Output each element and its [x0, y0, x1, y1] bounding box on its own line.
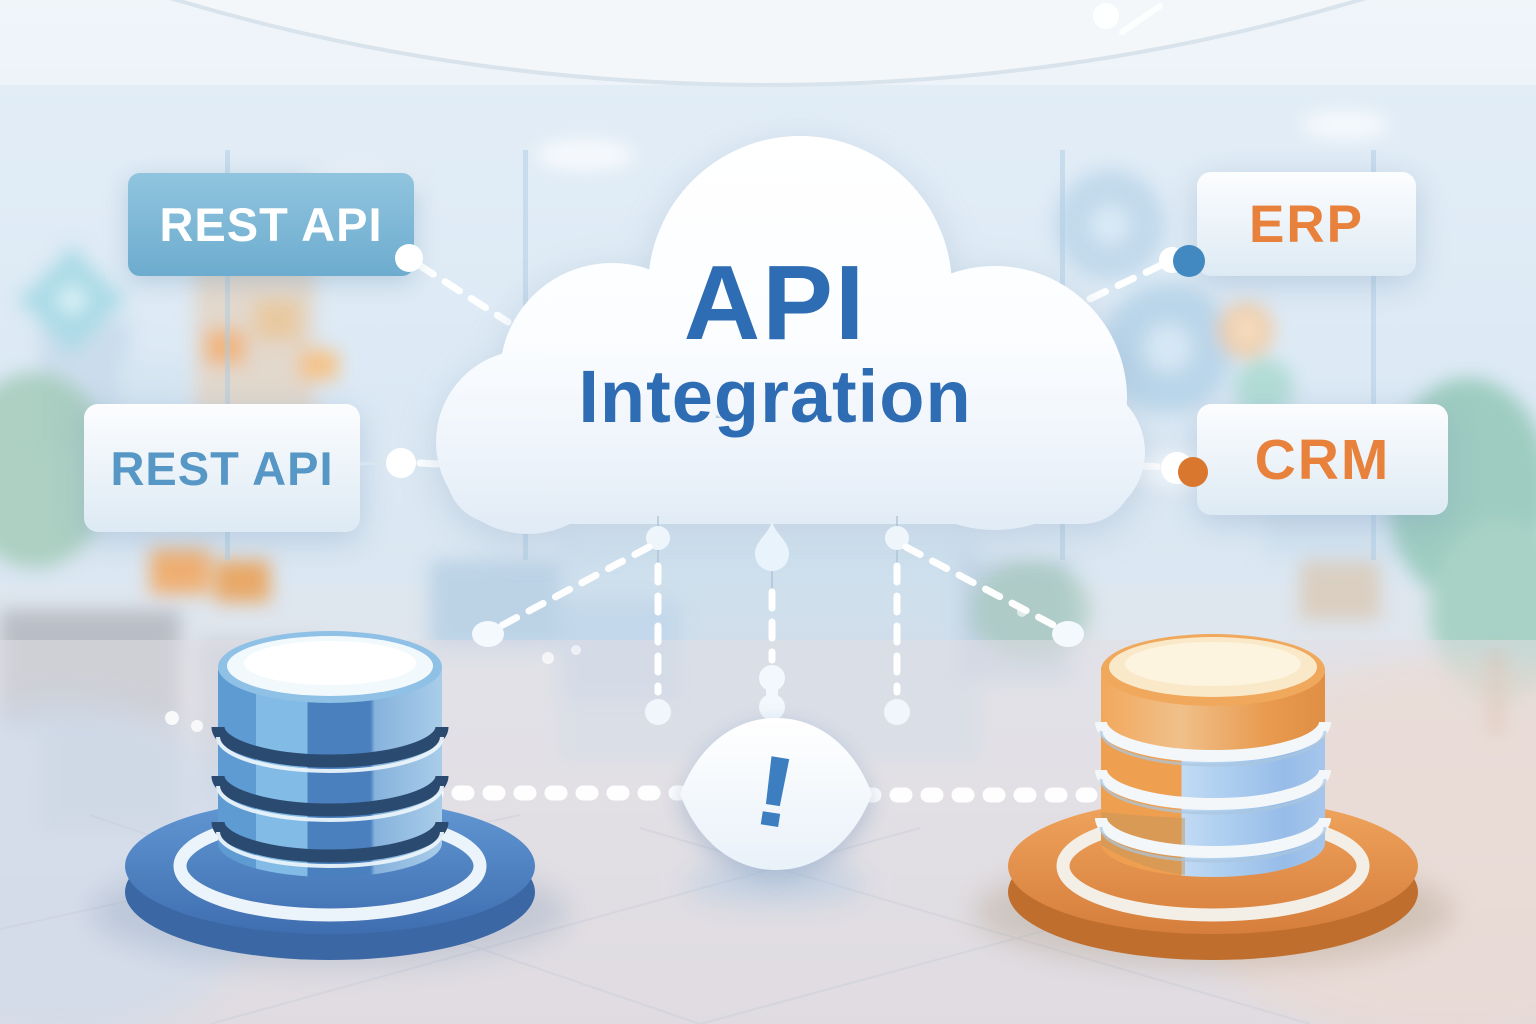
- gear-icon: [1055, 170, 1294, 418]
- gear-icon: [22, 250, 122, 350]
- rest-api-left-badge: [84, 404, 360, 532]
- crm-node-dot: [1178, 457, 1208, 487]
- orange-blue-database-icon: [973, 634, 1453, 967]
- database-sync-dotted-line: [420, 785, 1098, 803]
- connector-dots: [359, 244, 1208, 487]
- rest-api-top-badge: [128, 173, 414, 276]
- cloud-to-database-connectors: [472, 516, 1084, 725]
- crm-badge: [1197, 404, 1448, 515]
- erp-badge: [1197, 172, 1416, 276]
- ceiling: [170, 0, 1366, 87]
- teardrop-connector: [755, 522, 789, 571]
- cloud-icon: [436, 136, 1145, 534]
- badges: [84, 172, 1448, 532]
- alert-icon: [680, 718, 872, 904]
- erp-node-dot: [1173, 245, 1205, 277]
- blue-database-icon: [90, 631, 570, 967]
